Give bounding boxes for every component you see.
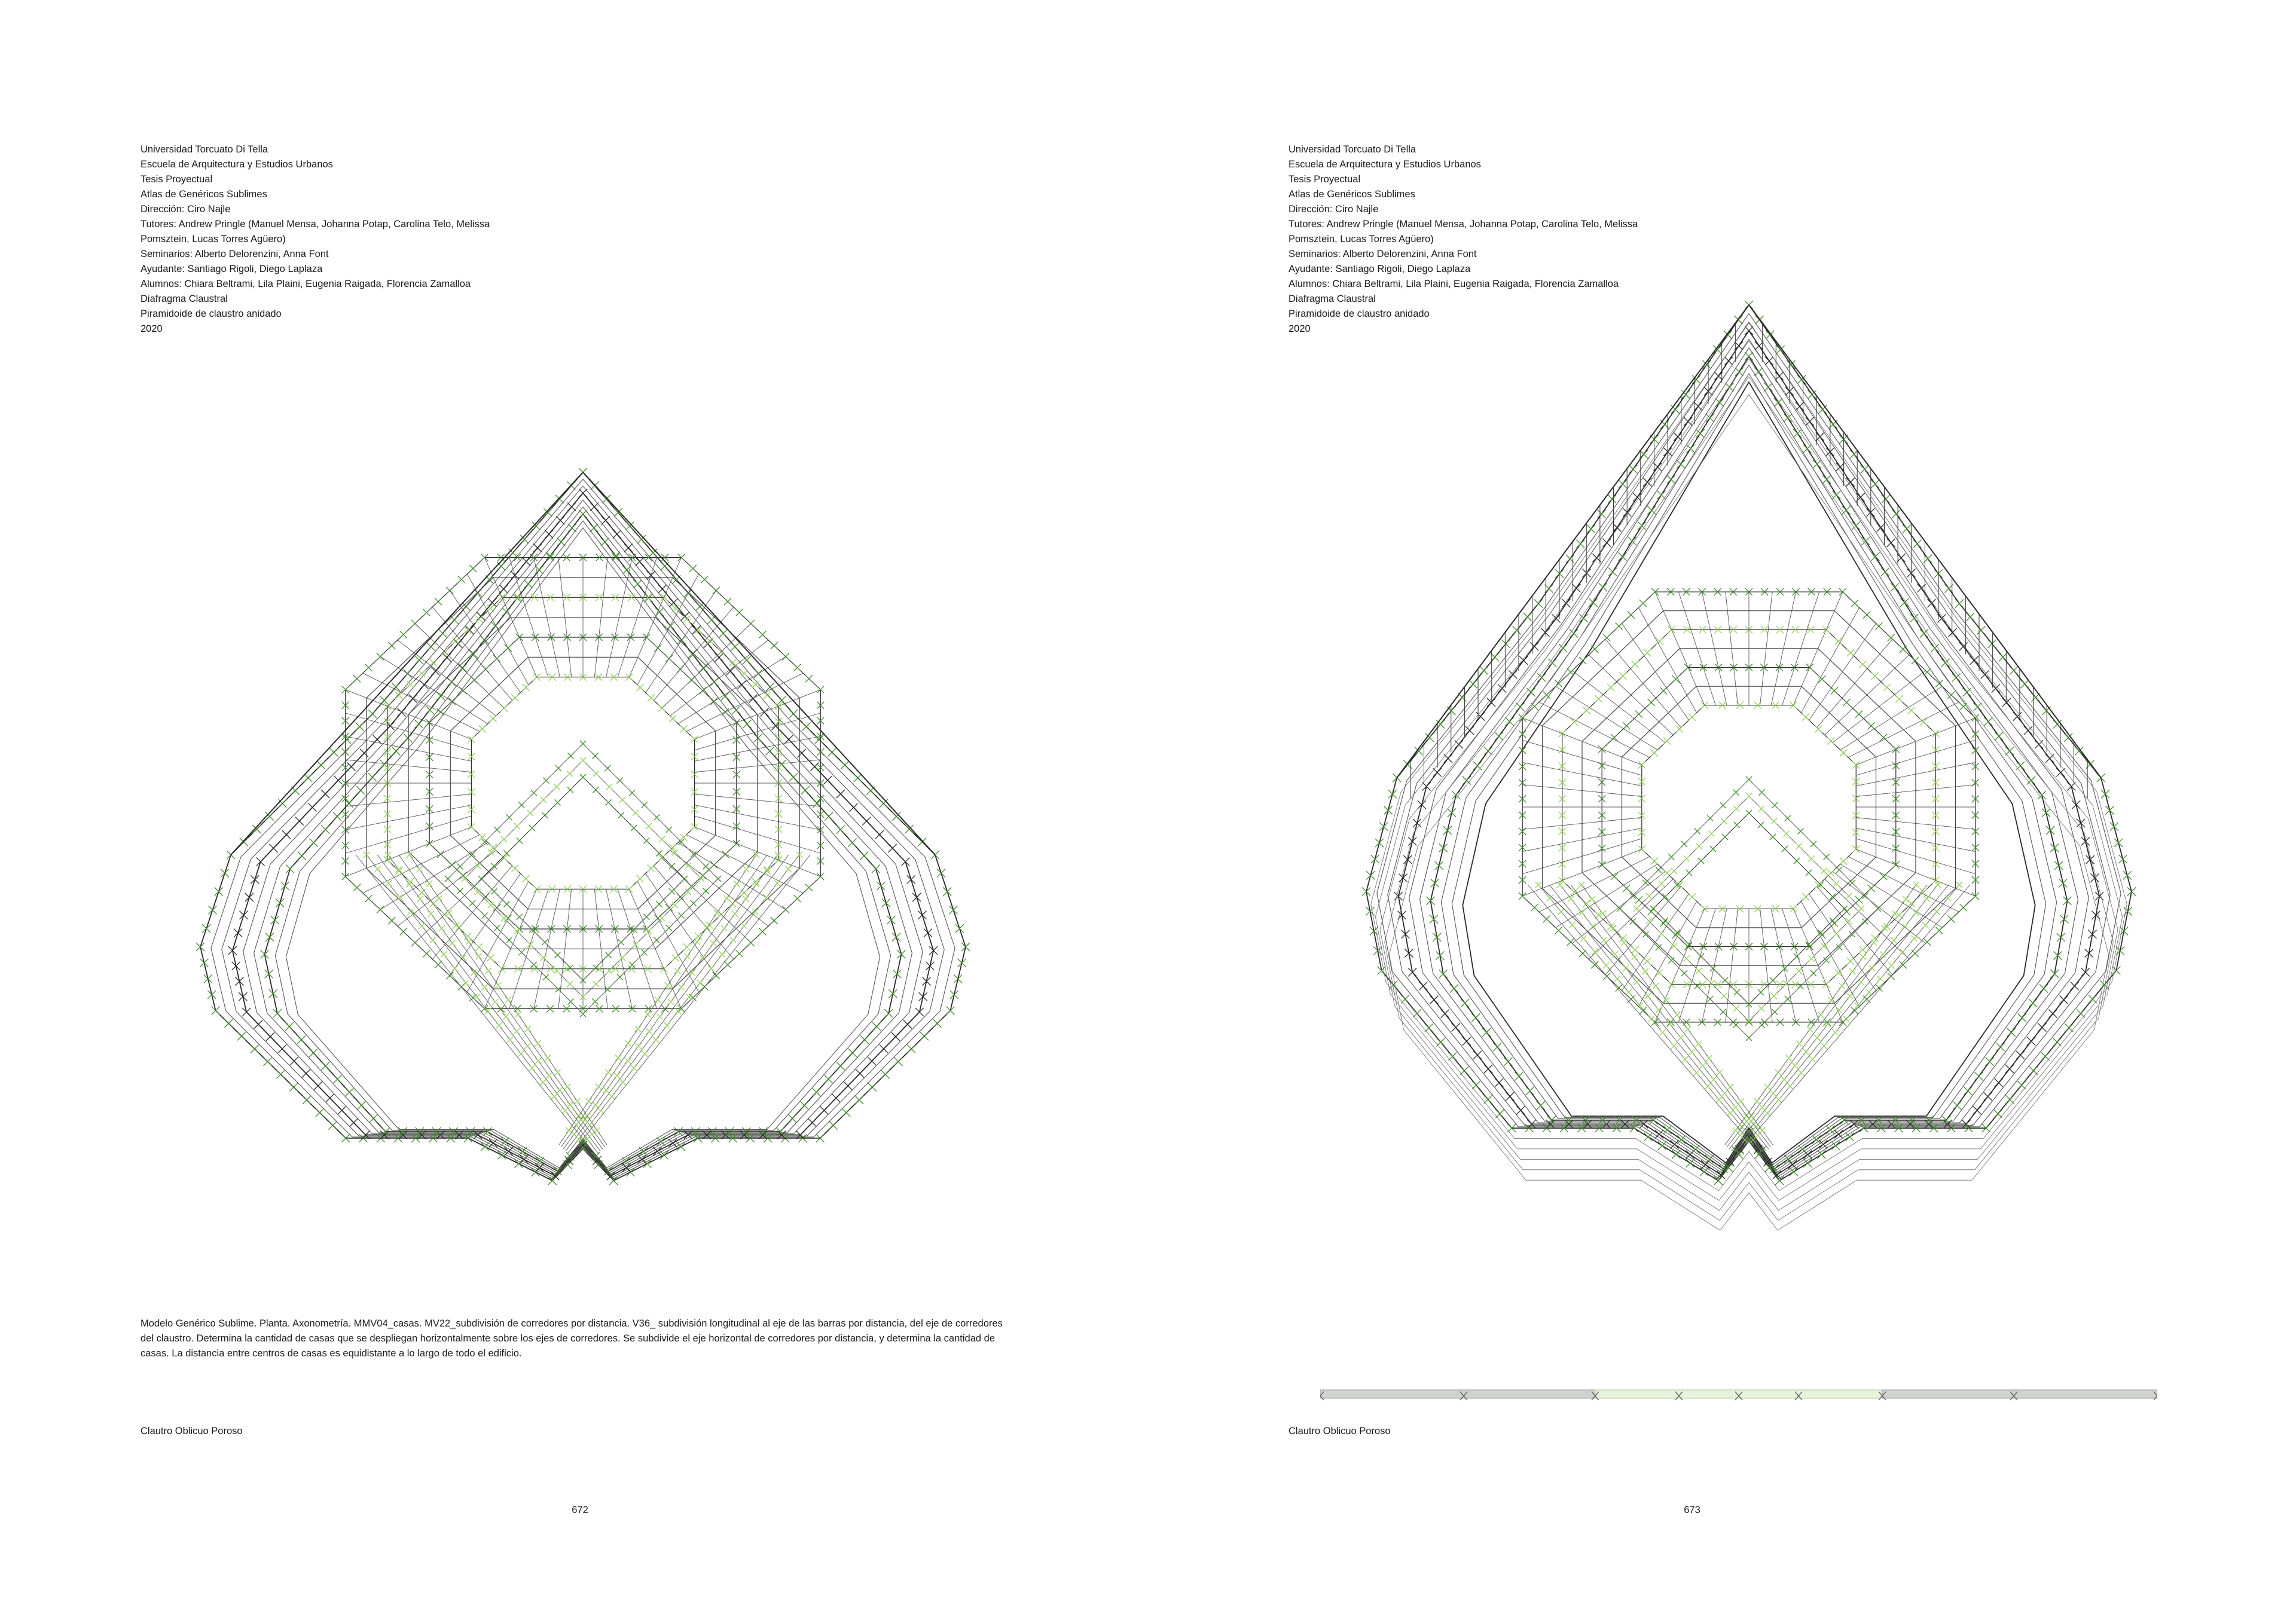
credit-line: Piramidoide de claustro anidado [141,308,282,319]
credits-block: Universidad Torcuato Di Tella Escuela de… [141,142,511,337]
credit-line: Alumnos: Chiara Beltrami, Lila Plaini, E… [141,279,471,289]
axonometric-drawing [1361,300,2136,1231]
right-page: Universidad Torcuato Di Tella Escuela de… [1148,0,2296,1623]
credit-line: Tesis Proyectual [1289,174,1361,185]
credit-line: Atlas de Genéricos Sublimes [141,189,267,200]
credit-line: Diafragma Claustral [1289,294,1376,304]
credit-line: Seminarios: Alberto Delorenzini, Anna Fo… [141,249,329,259]
section-title: Clautro Oblicuo Poroso [141,1426,243,1436]
credit-line: Universidad Torcuato Di Tella [141,144,268,155]
plan-drawing [196,467,970,1185]
credits-block: Universidad Torcuato Di Tella Escuela de… [1289,142,1659,337]
credit-line: 2020 [1289,323,1311,334]
page-number: 673 [1684,1505,1700,1515]
credit-line: Universidad Torcuato Di Tella [1289,144,1416,155]
credit-line: 2020 [141,323,163,334]
figure-caption: Modelo Genérico Sublime. Planta. Axonome… [141,1318,1003,1359]
credit-line: Seminarios: Alberto Delorenzini, Anna Fo… [1289,249,1477,259]
credit-line: Dirección: Ciro Najle [141,204,231,215]
credit-line: Diafragma Claustral [141,294,228,304]
credit-line: Tutores: Andrew Pringle (Manuel Mensa, J… [1289,219,1638,244]
section-title: Clautro Oblicuo Poroso [1289,1426,1391,1436]
credit-line: Ayudante: Santiago Rigoli, Diego Laplaza [141,264,323,274]
credit-line: Ayudante: Santiago Rigoli, Diego Laplaza [1289,264,1471,274]
credit-line: Tutores: Andrew Pringle (Manuel Mensa, J… [141,219,490,244]
credit-line: Atlas de Genéricos Sublimes [1289,189,1415,200]
credit-line: Alumnos: Chiara Beltrami, Lila Plaini, E… [1289,279,1619,289]
credit-line: Tesis Proyectual [141,174,213,185]
credit-line: Escuela de Arquitectura y Estudios Urban… [1289,159,1481,170]
credit-line: Piramidoide de claustro anidado [1289,308,1430,319]
scale-bar [1320,1389,2157,1401]
credit-line: Escuela de Arquitectura y Estudios Urban… [141,159,333,170]
left-page: Universidad Torcuato Di Tella Escuela de… [141,142,1003,1515]
page-number: 672 [572,1505,588,1515]
credit-line: Dirección: Ciro Najle [1289,204,1379,215]
